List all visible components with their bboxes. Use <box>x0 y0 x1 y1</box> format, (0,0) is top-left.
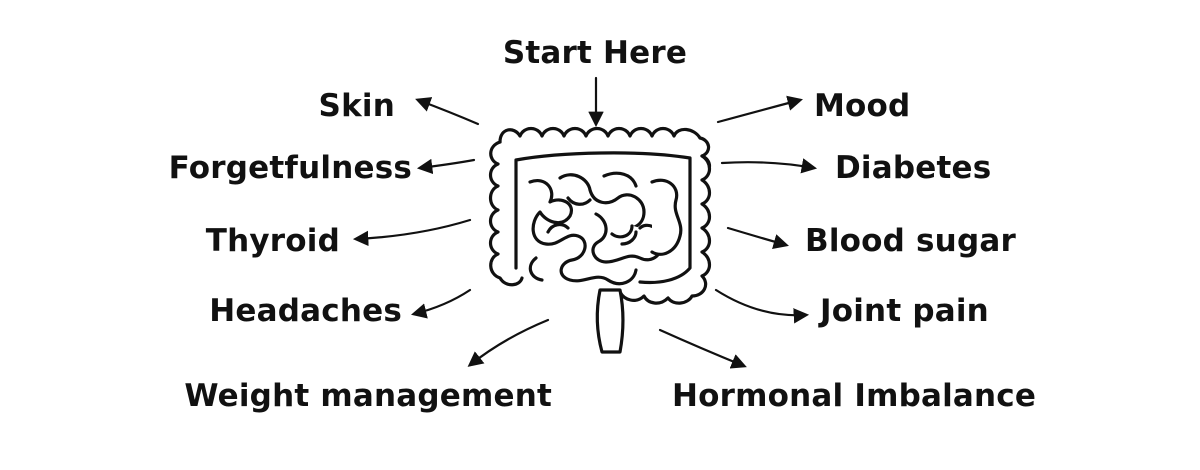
label-diabetes: Diabetes <box>835 150 992 186</box>
label-headaches: Headaches <box>209 293 402 329</box>
arrow-jointpain <box>714 288 810 324</box>
start-here-label: Start Here <box>502 35 688 71</box>
arrow-mood <box>716 95 803 124</box>
label-blood-sugar: Blood sugar <box>805 223 1016 259</box>
arrow-forgetfulness <box>416 158 476 175</box>
label-hormonal-imbalance: Hormonal Imbalance <box>672 378 1037 414</box>
label-forgetfulness: Forgetfulness <box>168 150 412 186</box>
label-joint-pain: Joint pain <box>820 293 989 329</box>
arrow-bloodsugar <box>726 226 789 250</box>
arrows-group <box>352 76 818 369</box>
label-mood: Mood <box>814 88 911 124</box>
label-skin: Skin <box>318 88 395 124</box>
arrow-thyroid <box>352 218 472 247</box>
arrow-skin <box>415 97 480 126</box>
arrow-hormonal <box>658 328 747 369</box>
label-weight-management: Weight management <box>184 378 552 414</box>
label-thyroid: Thyroid <box>205 223 340 259</box>
intestines-icon <box>488 126 712 354</box>
arrow-diabetes <box>720 158 818 174</box>
arrow-headaches <box>411 288 472 319</box>
arrow-weight <box>467 318 550 367</box>
